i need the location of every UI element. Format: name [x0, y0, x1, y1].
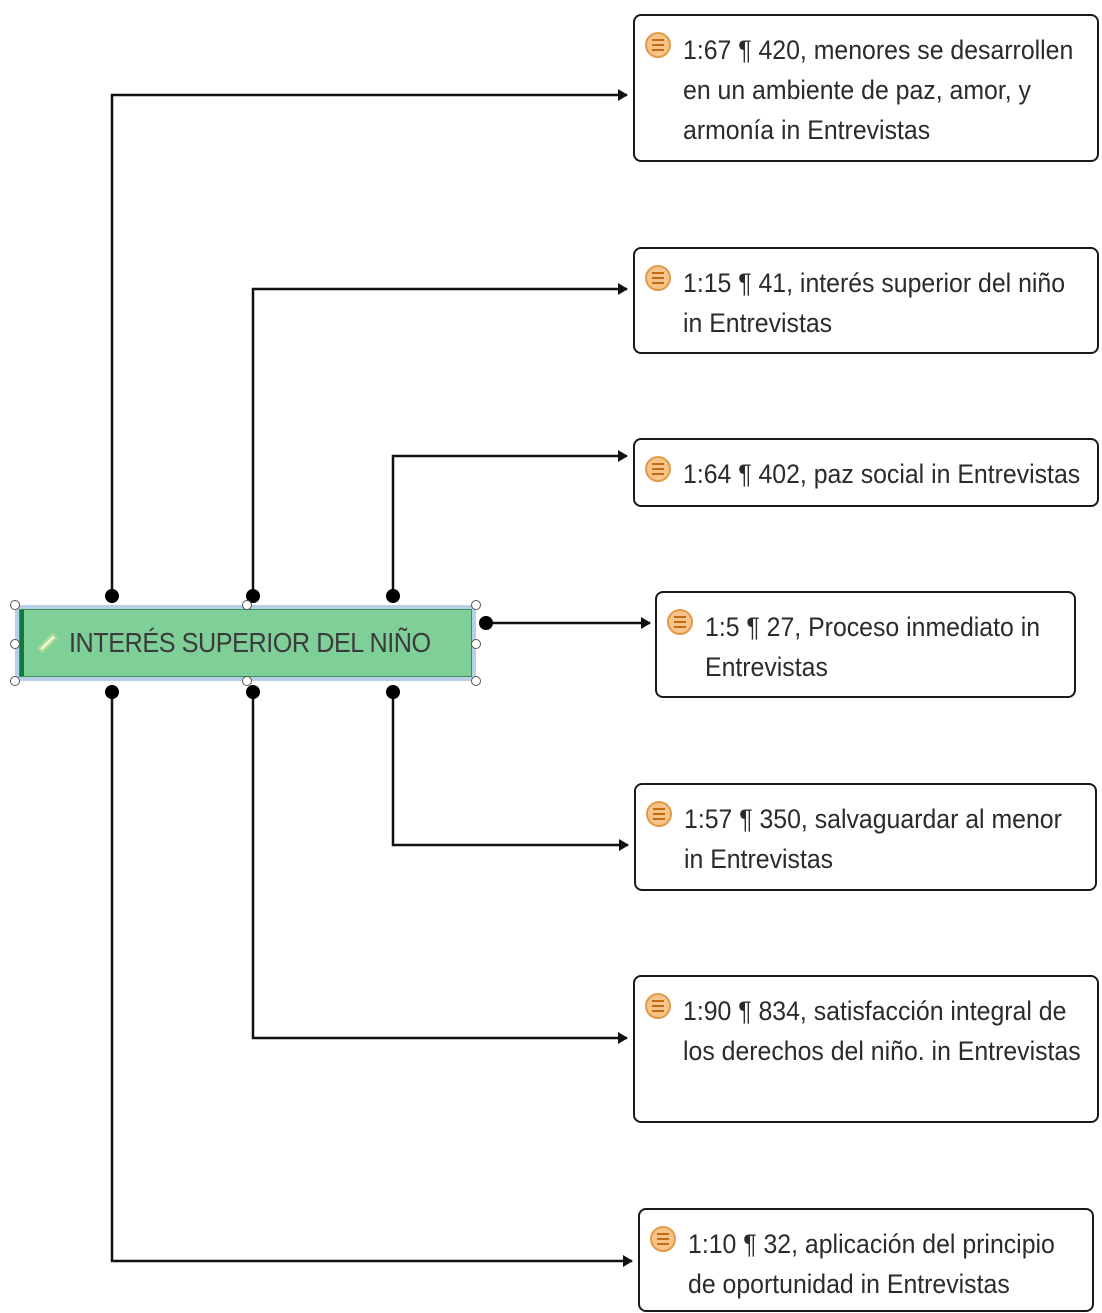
resize-handle-middle-left[interactable] [10, 639, 20, 649]
quotation-icon [646, 801, 672, 827]
quotation-node[interactable]: 1:10 ¶ 32, aplicación del principio de o… [638, 1208, 1094, 1312]
quotation-icon [650, 1226, 676, 1252]
code-node[interactable]: INTERÉS SUPERIOR DEL NIÑO [15, 605, 476, 681]
quotation-icon [645, 32, 671, 58]
resize-handle-bottom-right[interactable] [471, 676, 481, 686]
quotation-text: 1:64 ¶ 402, paz social in Entrevistas [683, 459, 1081, 489]
link-5 [391, 692, 629, 851]
resize-handle-bottom-left[interactable] [10, 676, 20, 686]
resize-handle-top-left[interactable] [10, 600, 20, 610]
quotation-text: 1:10 ¶ 32, aplicación del principio de o… [688, 1229, 1055, 1299]
link-2 [251, 283, 628, 596]
quotation-text: 1:90 ¶ 834, satisfacción integral de los… [683, 996, 1081, 1066]
connector-dot [386, 589, 400, 603]
link-3 [391, 450, 628, 596]
connector-dot [105, 589, 119, 603]
quotation-icon [645, 456, 671, 482]
code-node-body[interactable]: INTERÉS SUPERIOR DEL NIÑO [19, 609, 472, 677]
quotation-node[interactable]: 1:64 ¶ 402, paz social in Entrevistas [633, 438, 1099, 507]
quotation-node[interactable]: 1:57 ¶ 350, salvaguardar al menor in Ent… [634, 783, 1097, 891]
link-6 [251, 692, 628, 1044]
quotation-text: 1:15 ¶ 41, interés superior del niño in … [683, 268, 1066, 338]
quotation-node[interactable]: 1:67 ¶ 420, menores se desarrollen en un… [633, 14, 1099, 162]
quotation-text: 1:5 ¶ 27, Proceso inmediato in Entrevist… [705, 612, 1041, 682]
quotation-icon [645, 265, 671, 291]
quotation-text: 1:67 ¶ 420, menores se desarrollen en un… [683, 35, 1074, 145]
connector-dot [246, 685, 260, 699]
quotation-node[interactable]: 1:5 ¶ 27, Proceso inmediato in Entrevist… [655, 591, 1076, 698]
resize-handle-top-middle[interactable] [242, 600, 252, 610]
code-color-stripe [20, 610, 24, 676]
quotation-icon [667, 609, 693, 635]
quotation-node[interactable]: 1:15 ¶ 41, interés superior del niño in … [633, 247, 1099, 354]
connector-dot [246, 589, 260, 603]
connector-dot [386, 685, 400, 699]
connector-dot [479, 616, 493, 630]
diamond-icon [37, 632, 58, 654]
quotation-node[interactable]: 1:90 ¶ 834, satisfacción integral de los… [633, 975, 1099, 1123]
link-7 [110, 692, 633, 1267]
resize-handle-bottom-middle[interactable] [242, 676, 252, 686]
connector-dot [105, 685, 119, 699]
quotation-icon [645, 993, 671, 1019]
quotation-text: 1:57 ¶ 350, salvaguardar al menor in Ent… [684, 804, 1062, 874]
resize-handle-top-right[interactable] [471, 600, 481, 610]
code-label: INTERÉS SUPERIOR DEL NIÑO [69, 627, 431, 658]
resize-handle-middle-right[interactable] [471, 639, 481, 649]
link-1 [110, 89, 628, 596]
